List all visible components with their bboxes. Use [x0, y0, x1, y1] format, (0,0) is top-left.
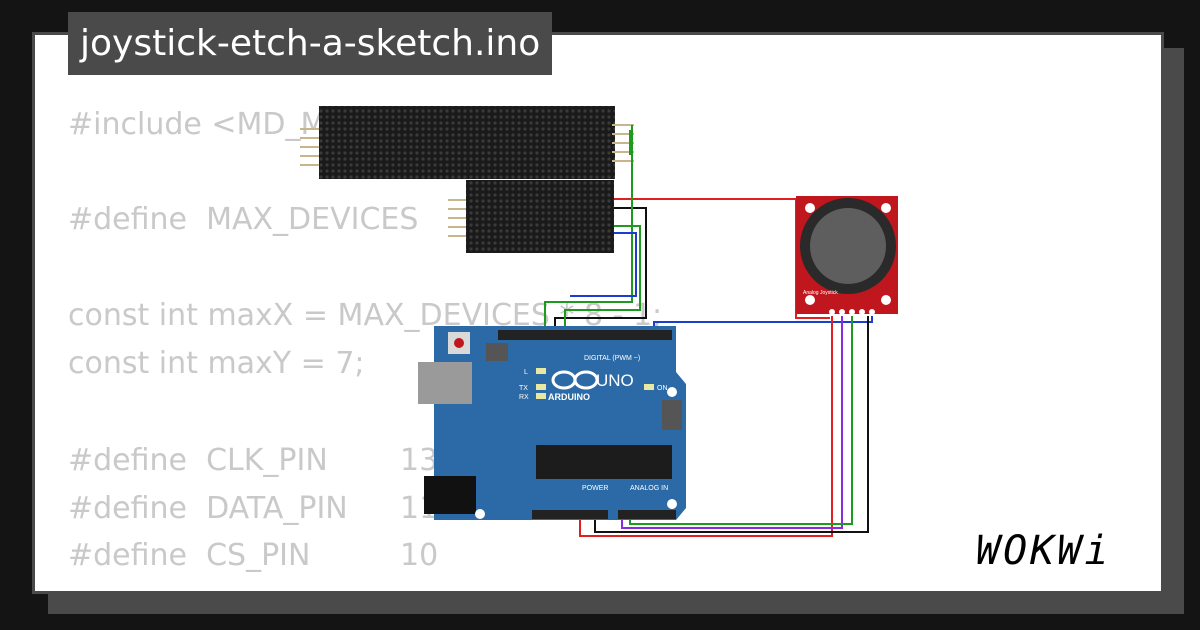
code-line-clk-pin: #define CLK_PIN	[68, 443, 328, 478]
code-line-max-devices: #define MAX_DEVICES	[68, 202, 419, 237]
code-line-cs-pin: #define CS_PIN	[68, 538, 311, 573]
wokwi-logo[interactable]: WOKWi	[976, 528, 1112, 574]
top-header	[498, 330, 672, 340]
analog-header	[618, 510, 676, 519]
atmega-chip	[536, 445, 672, 479]
code-line-maxy: const int maxY = 7;	[68, 346, 365, 381]
code-line-data-pin: #define DATA_PIN	[68, 491, 348, 526]
led-matrix-bottom[interactable]	[448, 180, 614, 253]
joystick-label: Analog Joystick	[803, 290, 838, 296]
rx-label: RX	[519, 394, 529, 401]
tx-label: TX	[519, 385, 528, 392]
digital-label: DIGITAL (PWM ~)	[584, 355, 640, 362]
arduino-uno-board[interactable]: UNO ARDUINO DIGITAL (PWM ~) POWER ANALOG…	[418, 326, 686, 520]
page-title: joystick-etch-a-sketch.ino	[68, 12, 553, 75]
power-jack	[424, 476, 476, 514]
usb-port	[418, 362, 472, 404]
board-name: ARDUINO	[548, 392, 590, 402]
power-header	[532, 510, 608, 519]
code-value-clk: 13	[400, 443, 439, 478]
code-value-cs: 10	[400, 538, 439, 573]
on-label: ON	[657, 385, 668, 392]
analog-label: ANALOG IN	[630, 485, 668, 492]
board-brand: UNO	[596, 371, 634, 390]
code-line-include: #include <MD_M	[68, 107, 327, 142]
joystick-knob[interactable]	[810, 208, 886, 284]
power-label: POWER	[582, 485, 608, 492]
l-label: L	[524, 369, 528, 376]
analog-joystick[interactable]: Analog Joystick	[796, 196, 898, 315]
led-matrix-top[interactable]	[300, 106, 634, 179]
